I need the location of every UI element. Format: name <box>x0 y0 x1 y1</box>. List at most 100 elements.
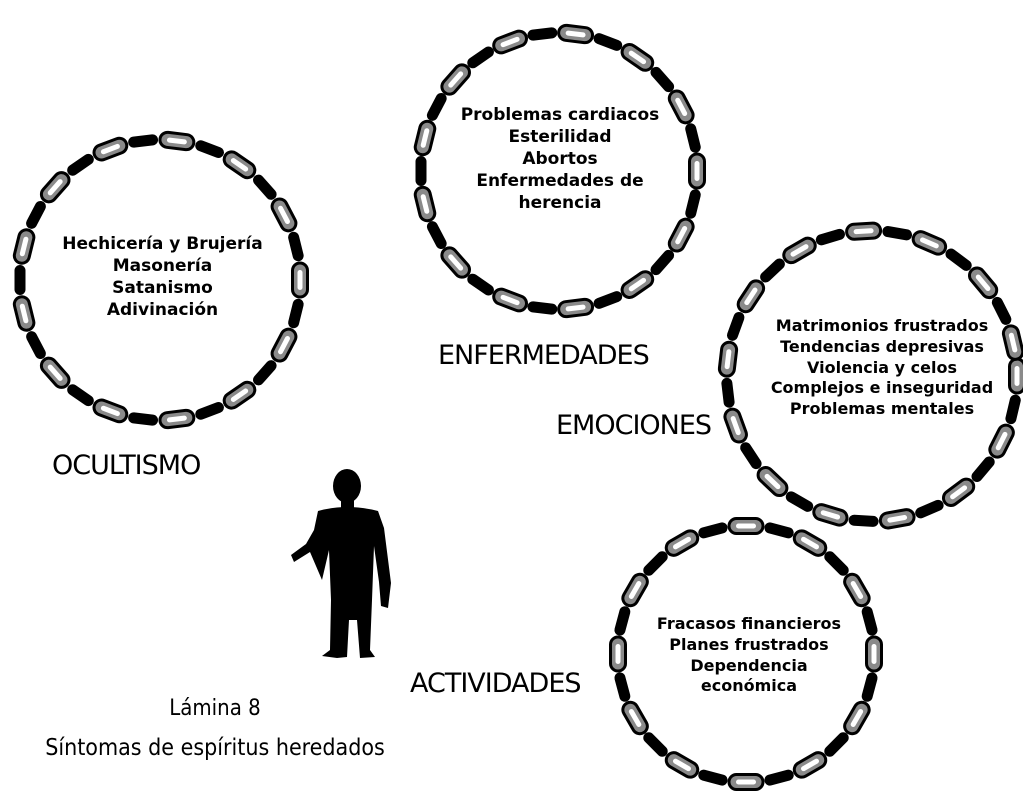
emociones-item: Tendencias depresivas <box>780 336 984 356</box>
chain-link-hole <box>850 581 864 599</box>
chain-link <box>824 732 849 757</box>
chain-link <box>698 769 728 786</box>
chain-link <box>815 228 845 246</box>
human-silhouette-icon <box>291 469 391 658</box>
chain-link-hole <box>565 304 586 312</box>
chain-link <box>26 331 46 360</box>
chain-link-hole <box>278 335 290 355</box>
chain-link-hole <box>420 128 430 148</box>
chain-link-hole <box>801 536 819 550</box>
chain-link-hole <box>47 364 63 381</box>
chain-link <box>848 514 879 527</box>
chain-link <box>415 156 427 186</box>
chain-link <box>26 200 46 229</box>
ocultismo-item: Masonería <box>112 256 213 277</box>
chain-link <box>882 226 913 241</box>
chain-link-hole <box>995 431 1008 451</box>
chain-link-hole <box>694 161 700 181</box>
chain-link <box>685 189 701 219</box>
actividades-items: Fracasos financieros Planes frustrados D… <box>636 614 862 697</box>
chain-link-hole <box>565 30 586 38</box>
chain-link <box>824 551 849 576</box>
chain-link-hole <box>673 758 691 772</box>
chain-link-hole <box>887 514 908 523</box>
chain-link-hole <box>853 228 874 235</box>
chain-link-hole <box>1014 366 1020 386</box>
chain-link-hole <box>628 581 642 599</box>
ocultismo-item: Adivinación <box>106 300 219 321</box>
chain-link <box>67 153 94 176</box>
plate-number: Lámina 8 <box>169 696 261 721</box>
chain-link-hole <box>615 644 621 664</box>
enfermedades-item: herencia <box>518 193 602 214</box>
chain-link <box>253 174 277 200</box>
chain-link <box>467 273 494 296</box>
chain-link-hole <box>420 194 430 214</box>
chain-link-hole <box>47 179 63 196</box>
chain-link-hole <box>764 473 781 490</box>
chain-link <box>915 499 944 519</box>
chain-ring-enfermedades <box>413 23 706 319</box>
chain-link-hole <box>790 244 809 257</box>
chain-link-hole <box>673 536 691 550</box>
chain-link-hole <box>820 510 841 520</box>
chain-link <box>467 46 494 69</box>
chain-link <box>991 296 1012 325</box>
chain-link <box>67 384 94 407</box>
chain-link <box>195 402 224 420</box>
chain-link-hole <box>724 349 732 370</box>
chain-link-hole <box>736 779 756 785</box>
chain-link <box>971 456 995 482</box>
chain-link-hole <box>448 71 464 88</box>
chain-link <box>288 298 304 329</box>
chain-link-hole <box>500 294 520 306</box>
chain-link <box>785 491 814 512</box>
chain-link <box>288 231 304 262</box>
enfermedades-item: Esterilidad <box>508 127 612 148</box>
plate-title: Síntomas de espíritus heredados <box>45 735 385 761</box>
chain-ring-actividades <box>609 517 883 791</box>
chain-link <box>593 33 623 51</box>
emociones-items: Matrimonios frustrados Tendencias depres… <box>748 316 1016 420</box>
enfermedades-item: Enfermedades de <box>476 171 644 192</box>
ocultismo-item: Satanismo <box>112 278 213 299</box>
chain-link-hole <box>1008 332 1018 353</box>
chain-link <box>764 522 794 539</box>
actividades-item: Dependencia <box>690 655 808 675</box>
chain-link <box>721 377 735 408</box>
emociones-item: Matrimonios frustrados <box>775 316 989 335</box>
label-ocultismo: OCULTISMO <box>52 450 201 481</box>
chain-link-hole <box>950 485 968 500</box>
chain-link-hole <box>278 205 290 225</box>
chain-link <box>861 672 878 702</box>
label-enfermedades: ENFERMEDADES <box>438 340 650 371</box>
chain-link-hole <box>850 709 864 727</box>
actividades-item: económica <box>700 676 798 696</box>
chain-link <box>1005 394 1021 425</box>
label-emociones: EMOCIONES <box>556 410 712 441</box>
emociones-item: Complejos e inseguridad <box>770 378 994 398</box>
actividades-item: Planes frustrados <box>669 634 829 654</box>
chain-link <box>128 134 159 148</box>
actividades-item: Fracasos financieros <box>656 614 842 633</box>
chain-link-hole <box>100 405 120 417</box>
emociones-item: Violencia y celos <box>807 357 957 377</box>
chain-link <box>650 249 675 276</box>
chain-link <box>650 66 675 93</box>
chain-link-hole <box>166 415 187 423</box>
chain-link <box>614 672 631 702</box>
emociones-item: Problemas mentales <box>789 399 975 419</box>
ocultismo-items: Hechicería y Brujería Masonería Satanism… <box>30 233 295 321</box>
chain-link <box>861 606 878 636</box>
chain-link-hole <box>628 709 642 727</box>
chain-link-hole <box>166 137 187 145</box>
chain-link-hole <box>448 254 464 271</box>
chain-link-hole <box>675 97 688 117</box>
chain-link-hole <box>801 758 819 772</box>
chain-link <box>945 248 972 271</box>
chain-ring-ocultismo <box>12 130 309 430</box>
enfermedades-items: Problemas cardiacos Esterilidad Abortos … <box>440 104 680 214</box>
chain-link <box>426 92 447 121</box>
